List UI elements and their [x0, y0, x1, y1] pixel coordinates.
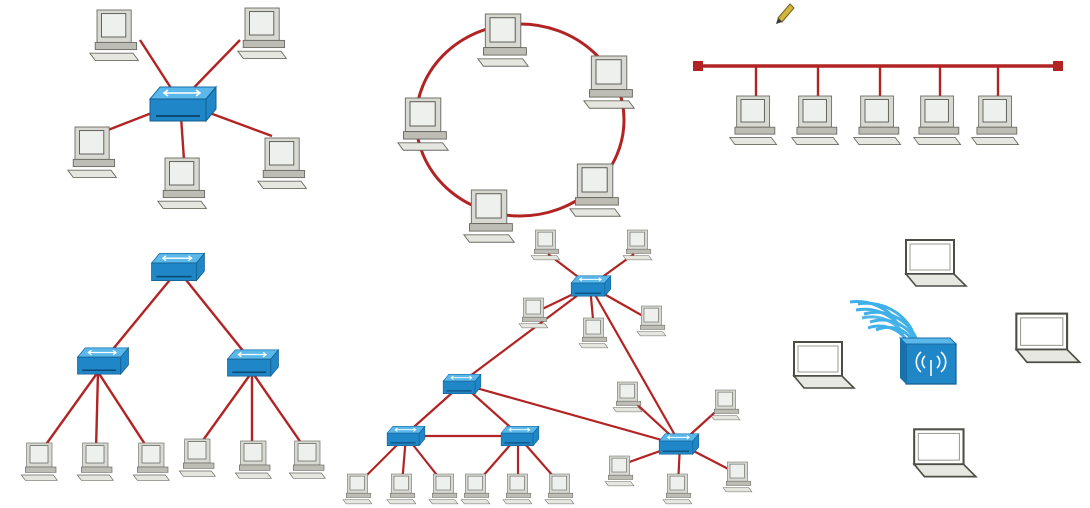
- computer-icon: [791, 95, 839, 145]
- computer-icon: [612, 381, 643, 413]
- computer-icon: [89, 9, 139, 61]
- star-topology: [67, 7, 307, 209]
- computer-icon: [710, 389, 741, 421]
- computer-icon: [578, 317, 609, 349]
- laptop-icon: [1015, 312, 1081, 364]
- computer-icon: [913, 95, 961, 145]
- laptop-icon: [792, 340, 856, 390]
- tree-topology: [20, 252, 326, 481]
- bus-topology: [693, 61, 1063, 145]
- computer-icon: [569, 163, 621, 217]
- bus-drops: [754, 66, 1000, 100]
- computer-icon: [530, 229, 561, 261]
- computer-icon: [662, 473, 693, 505]
- ring-topology: [397, 13, 635, 243]
- wireless-topology: [792, 238, 1081, 478]
- laptop-icon: [913, 428, 977, 478]
- mesh-switch-icon: [500, 425, 540, 447]
- tree-switch-icon: [226, 349, 280, 377]
- computer-icon: [237, 7, 287, 59]
- laptop-icon: [904, 238, 968, 288]
- computer-icon: [971, 95, 1019, 145]
- computer-icon: [428, 473, 459, 505]
- wireless-waves: [849, 300, 920, 355]
- computer-icon: [20, 442, 58, 481]
- bus-terminator: [1053, 61, 1063, 71]
- computer-icon: [157, 157, 207, 209]
- computer-icon: [342, 473, 373, 505]
- computer-icon: [583, 55, 635, 109]
- computer-icon: [636, 305, 667, 337]
- computer-icon: [178, 438, 216, 477]
- computer-icon: [397, 97, 449, 151]
- computer-icon: [132, 442, 170, 481]
- mesh-switch-icon: [442, 373, 482, 395]
- access-point-icon: [898, 337, 958, 385]
- tree-root-switch-icon: [150, 252, 206, 282]
- computer-icon: [477, 13, 529, 67]
- mesh-switch-icon: [658, 433, 700, 455]
- computer-icon: [518, 297, 549, 329]
- computer-icon: [722, 461, 753, 493]
- computer-icon: [853, 95, 901, 145]
- tree-links: [41, 269, 307, 453]
- bus-terminator: [693, 61, 703, 71]
- star-switch-icon: [149, 86, 217, 122]
- computer-icon: [288, 440, 326, 479]
- computer-icon: [544, 473, 575, 505]
- computer-icon: [234, 440, 272, 479]
- computer-icon: [622, 229, 653, 261]
- mesh-switch-icon: [570, 275, 612, 297]
- computer-icon: [67, 126, 117, 178]
- computer-icon: [502, 473, 533, 505]
- computer-icon: [257, 137, 307, 189]
- mesh-switch-icon: [386, 425, 426, 447]
- computer-icon: [463, 189, 515, 243]
- computer-icon: [76, 442, 114, 481]
- tree-switch-icon: [76, 347, 130, 375]
- computer-icon: [386, 473, 417, 505]
- pencil-icon: [776, 3, 795, 24]
- computer-icon: [729, 95, 777, 145]
- computer-icon: [460, 473, 491, 505]
- computer-icon: [604, 455, 635, 487]
- mesh-topology: [342, 229, 753, 505]
